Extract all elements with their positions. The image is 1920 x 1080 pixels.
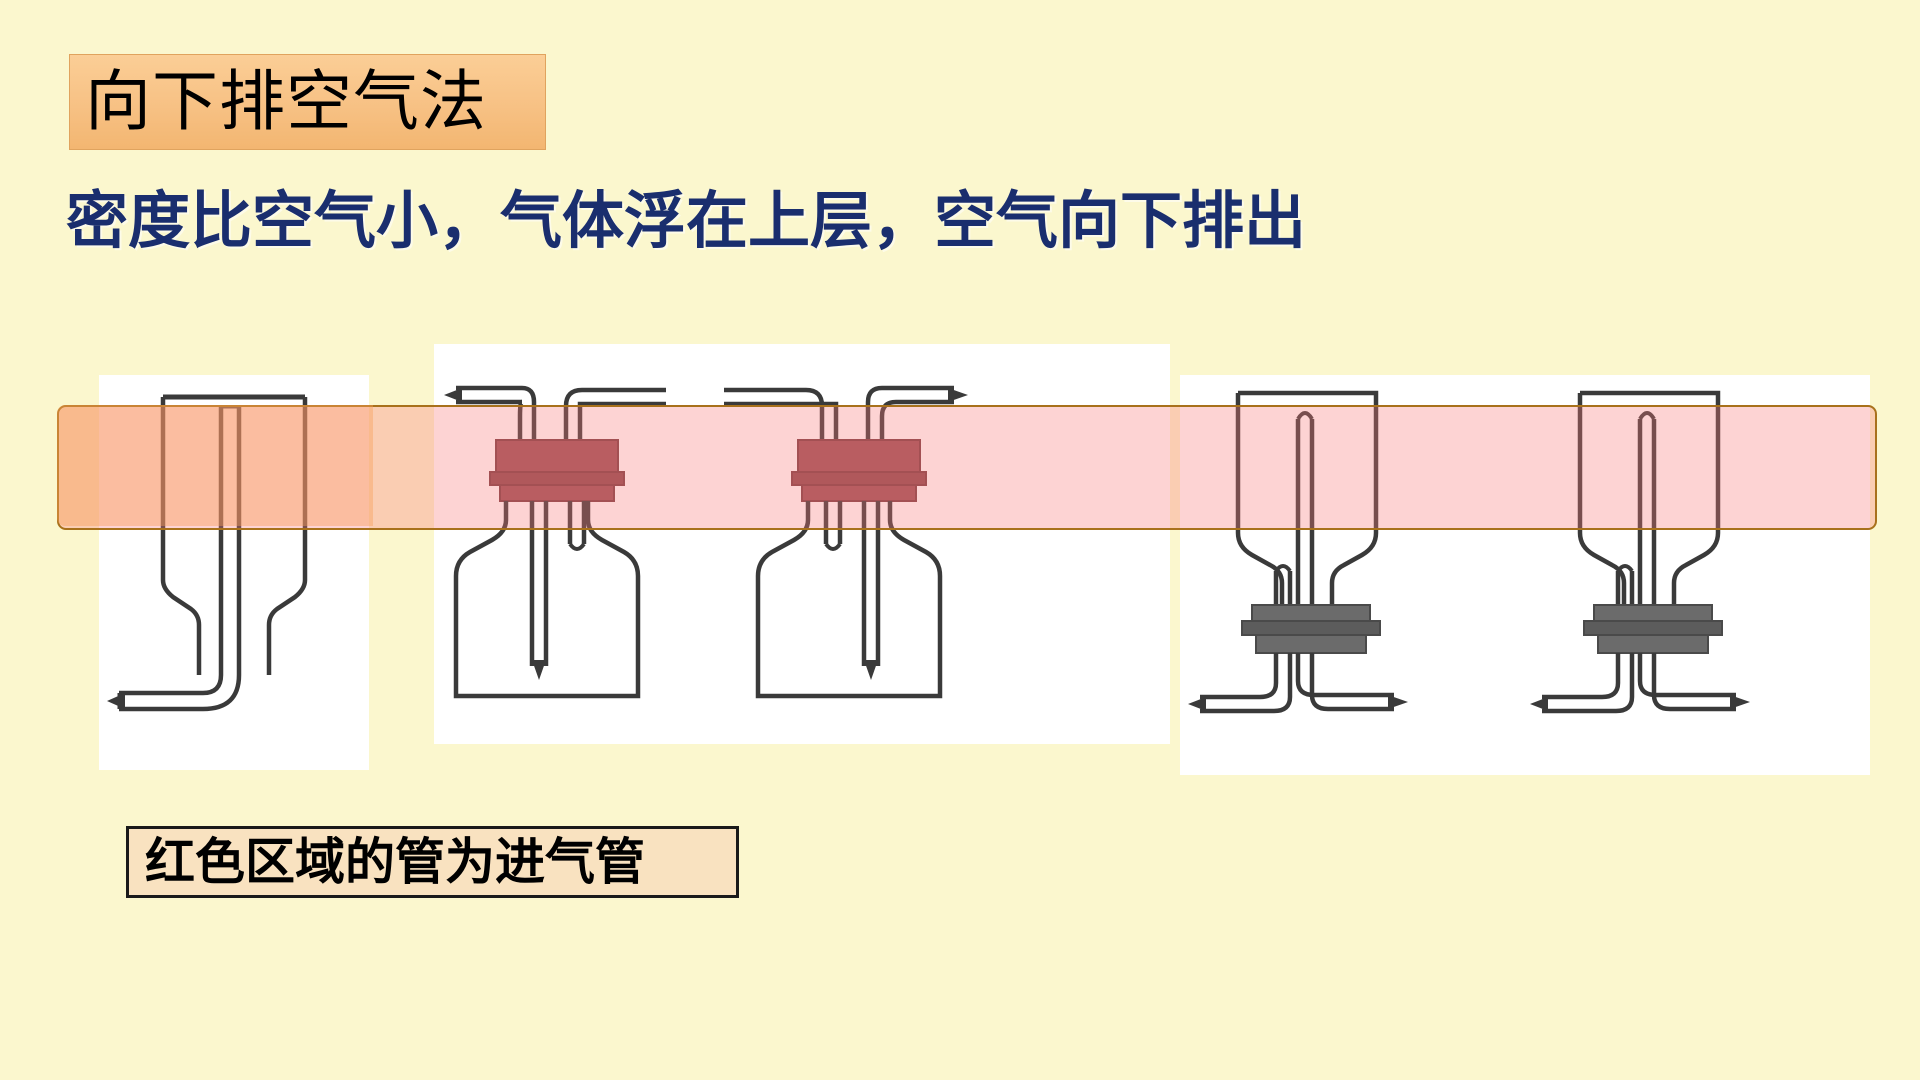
page-title: 向下排空气法 (85, 63, 487, 140)
caption-text: 红色区域的管为进气管 (145, 833, 645, 891)
apparatus-washing-bottles (444, 385, 968, 699)
rubber-stopper-icon-c (1241, 604, 1381, 654)
figure-panel-1 (99, 375, 369, 770)
apparatus-upright-bottle-1 (107, 394, 308, 712)
flow-arrow-icon-4 (444, 388, 462, 402)
rubber-stopper-icon-b (791, 439, 927, 502)
figure-panel-2 (434, 344, 1170, 744)
flow-arrow-icon-6 (1188, 697, 1206, 711)
flow-arrow-icon-7 (1388, 695, 1408, 709)
flow-arrow-icon-3 (864, 660, 878, 680)
caption-box: 红色区域的管为进气管 (126, 826, 739, 898)
flow-arrow-icon-2 (532, 660, 546, 680)
apparatus-inverted-bottles (1188, 390, 1750, 714)
subtitle-text: 密度比空气小，气体浮在上层，空气向下排出 (66, 184, 1307, 257)
title-box: 向下排空气法 (69, 54, 546, 150)
figure-strip (0, 330, 1920, 790)
rubber-stopper-icon-a (489, 439, 625, 502)
flow-arrow-icon-1 (107, 693, 125, 709)
flow-arrow-icon-5 (948, 388, 968, 402)
flow-arrow-icon-9 (1730, 695, 1750, 709)
figure-panel-3 (1180, 375, 1870, 775)
flow-arrow-icon-8 (1530, 697, 1548, 711)
rubber-stopper-icon-d (1583, 604, 1723, 654)
